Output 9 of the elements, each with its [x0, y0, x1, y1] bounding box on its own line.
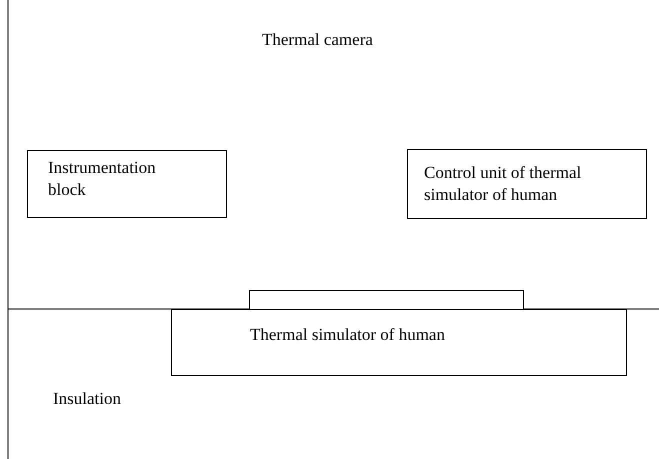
node-text: Instrumentation block [48, 157, 157, 201]
plate [249, 290, 524, 311]
control-unit-box [407, 149, 647, 219]
node-text: Thermal simulator of human [250, 324, 446, 346]
insulation-label: Insulation [53, 389, 121, 409]
instrumentation-block [27, 150, 227, 218]
simulator-box [171, 309, 627, 376]
camera-label: Thermal camera [262, 30, 373, 50]
node-text: Control unit of thermal simulator of human [424, 162, 582, 206]
